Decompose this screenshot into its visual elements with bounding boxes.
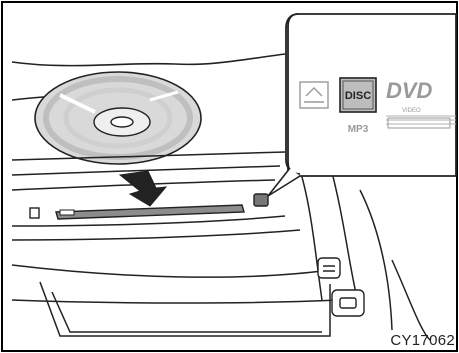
figure-code: CY17062	[390, 332, 455, 349]
disc-slot	[56, 205, 244, 219]
down-arrow-icon	[120, 171, 166, 206]
slot-indicator-icon	[30, 208, 39, 218]
disc-button-callout: DISC	[340, 78, 376, 112]
dvd-sub-text: VIDEO	[402, 108, 421, 114]
mp3-label: MP3	[348, 124, 369, 135]
dvd-logo-text: DVD	[386, 78, 433, 103]
disc-button	[254, 194, 268, 206]
lower-console	[12, 165, 430, 340]
console-buttons	[318, 258, 364, 316]
disc-button-label: DISC	[345, 90, 371, 102]
cd-disc-icon	[35, 72, 201, 164]
